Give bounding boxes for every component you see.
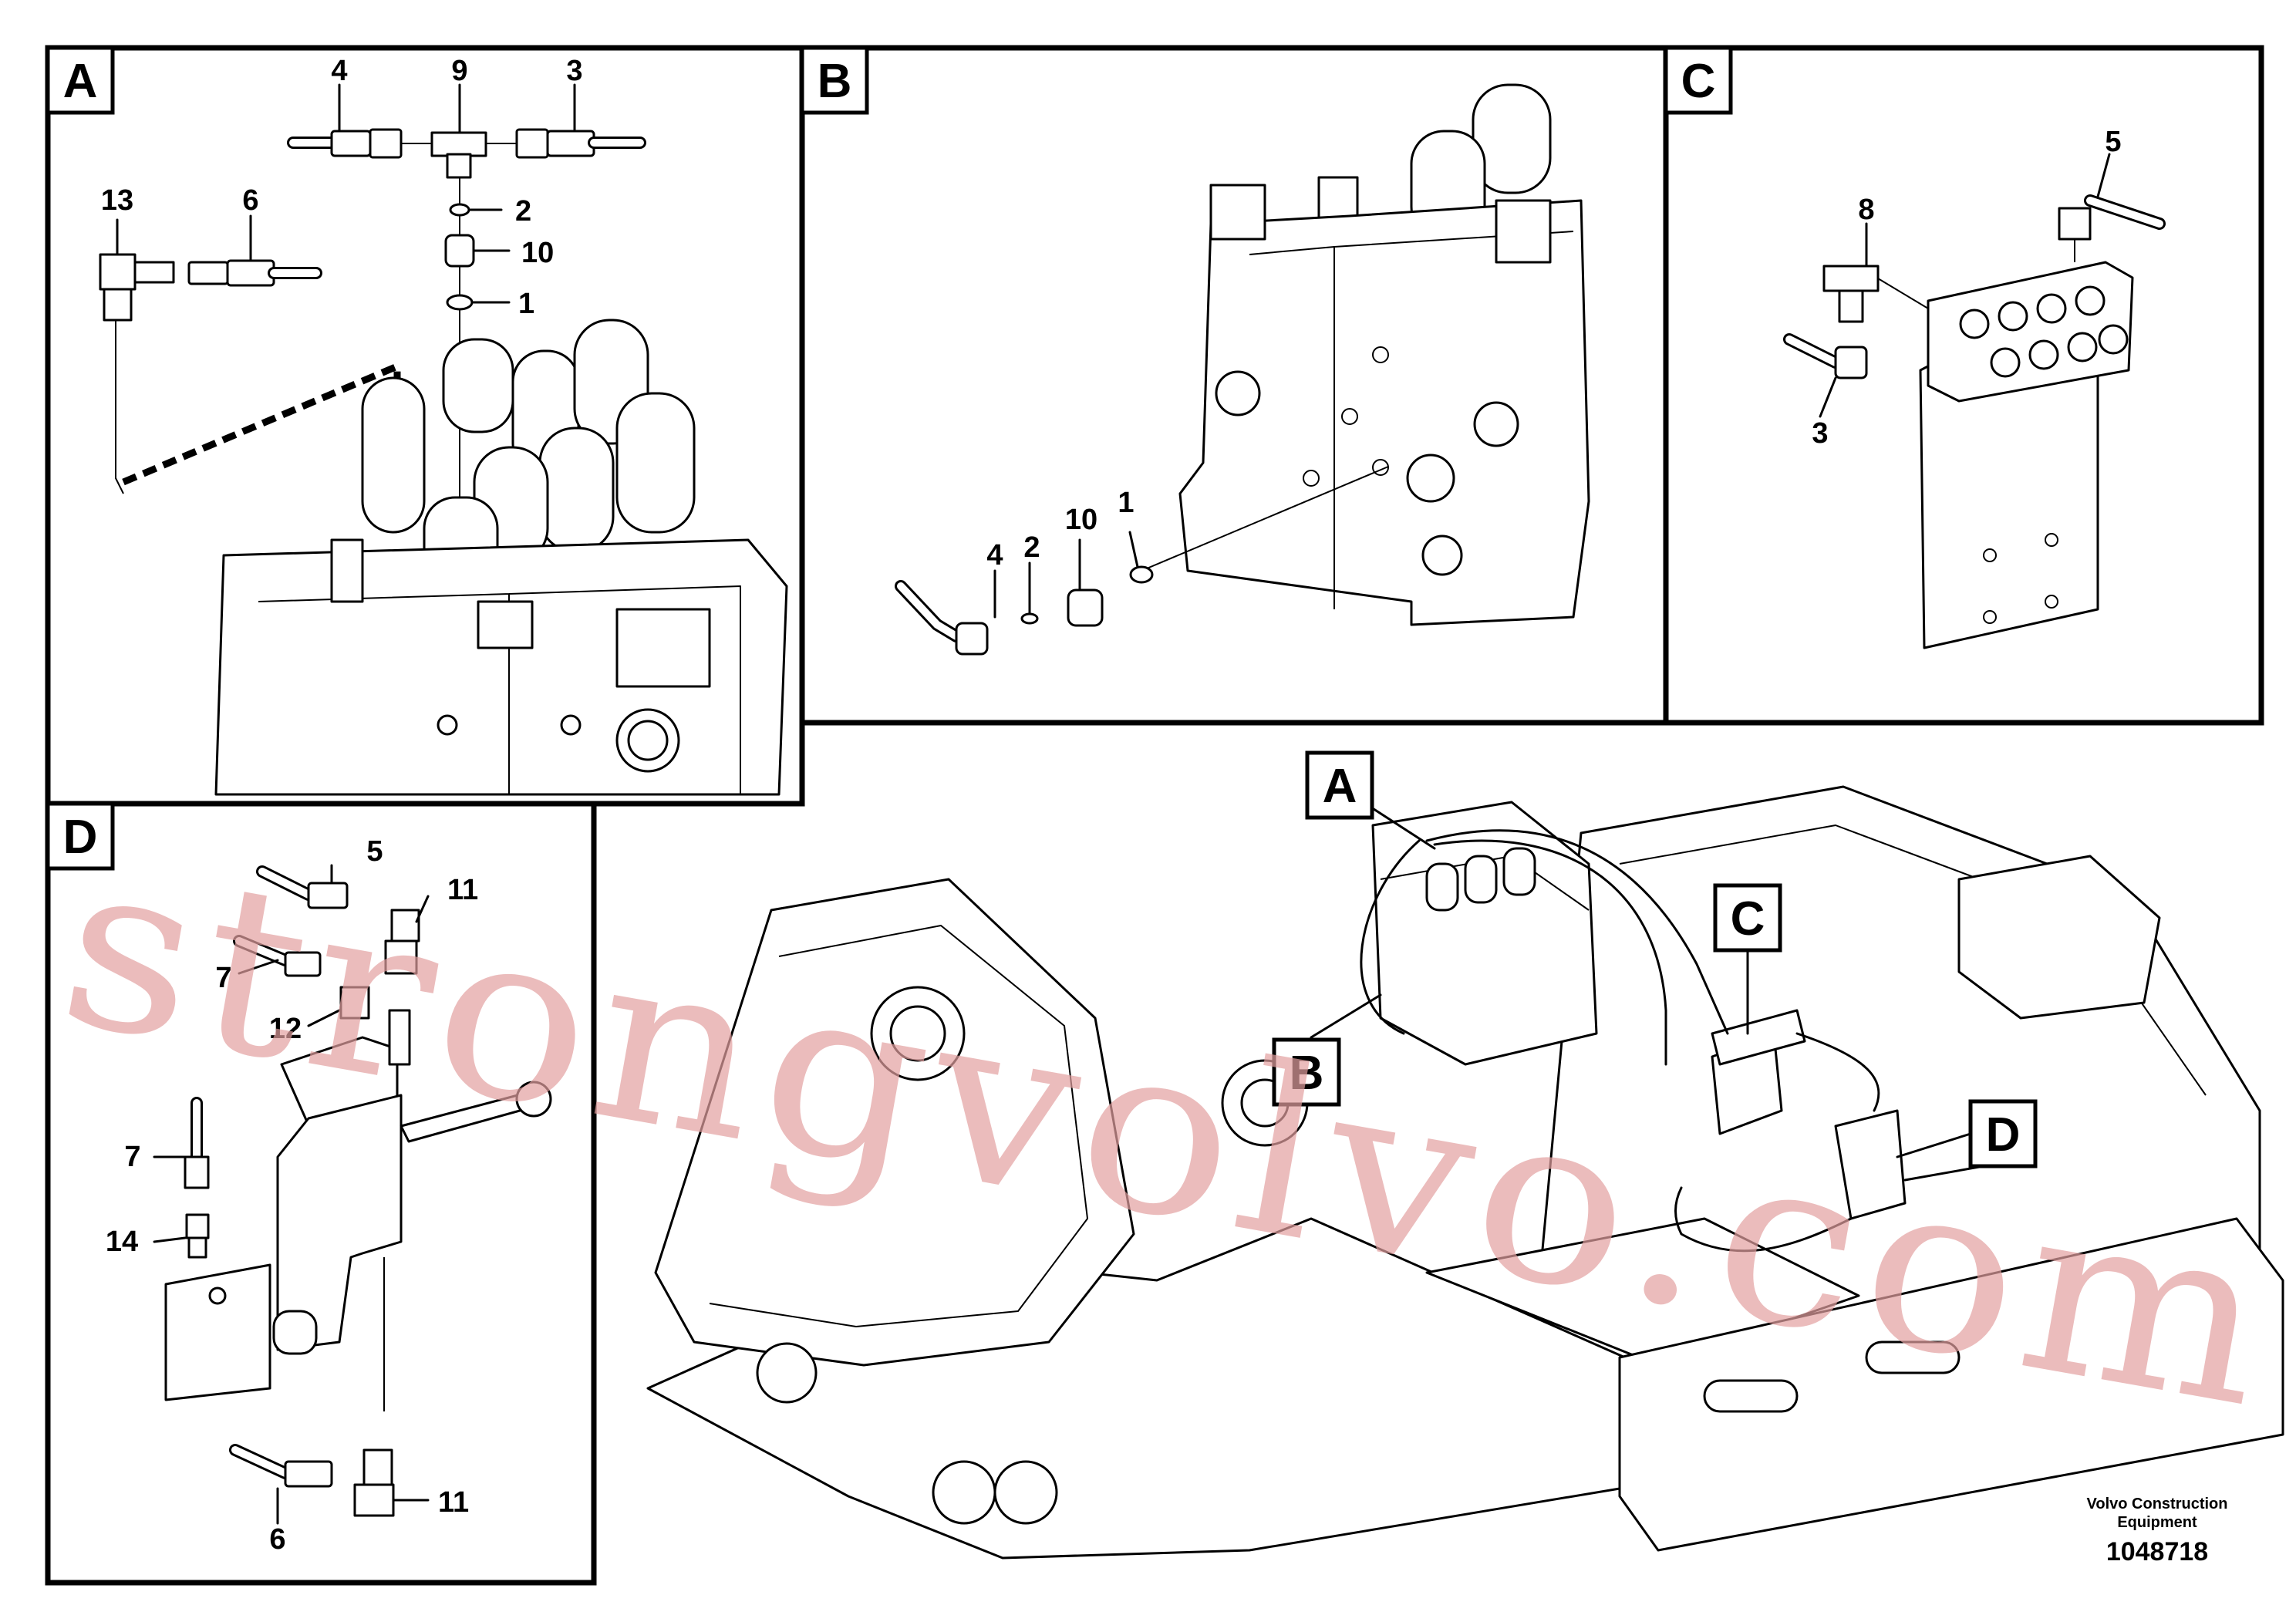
overview-tag-d: D	[1896, 1099, 2038, 1168]
callout-d-14: 14	[106, 1226, 138, 1258]
drawing-number: 1048718	[2106, 1537, 2208, 1566]
company-name-line2: Equipment	[2117, 1514, 2197, 1531]
callout-a-4: 4	[331, 55, 347, 87]
callout-a-13: 13	[101, 184, 133, 217]
overview-tag-c: C	[1713, 883, 1782, 1035]
svg-text:C: C	[1731, 892, 1765, 946]
callout-d-7a: 7	[215, 962, 231, 994]
detail-panel-d: D 5 11 7	[45, 801, 597, 1586]
callout-c-8: 8	[1858, 194, 1874, 226]
overview-drawing: A B C D	[646, 750, 2284, 1560]
callout-b-1: 1	[1118, 487, 1134, 519]
callout-a-10: 10	[521, 237, 554, 269]
overview-tag-a: A	[1305, 750, 1436, 850]
callout-d-6: 6	[269, 1523, 285, 1556]
detail-panel-c: C 5 8 3	[1663, 45, 2264, 726]
callout-d-11a: 11	[447, 874, 478, 906]
callout-a-6: 6	[242, 184, 258, 217]
panel-d-tag: D	[63, 811, 98, 864]
callout-d-5: 5	[366, 835, 383, 868]
detail-panel-a: A	[45, 45, 805, 807]
panel-c-tag: C	[1681, 55, 1716, 108]
callout-a-2: 2	[515, 195, 531, 228]
callout-c-3: 3	[1812, 417, 1828, 450]
callout-d-11b: 11	[438, 1486, 469, 1519]
panel-b-tag: B	[818, 55, 852, 108]
svg-text:D: D	[1986, 1108, 2021, 1162]
title-block: Volvo Construction Equipment 1048718	[2087, 1496, 2228, 1566]
svg-text:A: A	[1323, 760, 1357, 813]
overview-tag-b: B	[1272, 993, 1382, 1107]
callout-d-12: 12	[269, 1013, 302, 1045]
callout-a-1: 1	[518, 288, 534, 320]
detail-panel-b: B 4 2 10 1	[799, 45, 1669, 726]
callout-b-4: 4	[986, 539, 1003, 572]
callout-b-10: 10	[1065, 504, 1097, 536]
callout-b-2: 2	[1023, 531, 1040, 564]
callout-d-7b: 7	[124, 1141, 140, 1173]
company-name-line1: Volvo Construction	[2087, 1496, 2228, 1512]
callout-a-3: 3	[566, 55, 582, 87]
callout-c-5: 5	[2105, 126, 2121, 158]
callout-a-9: 9	[451, 55, 467, 87]
svg-text:B: B	[1290, 1047, 1324, 1100]
panel-a-tag: A	[63, 55, 98, 108]
